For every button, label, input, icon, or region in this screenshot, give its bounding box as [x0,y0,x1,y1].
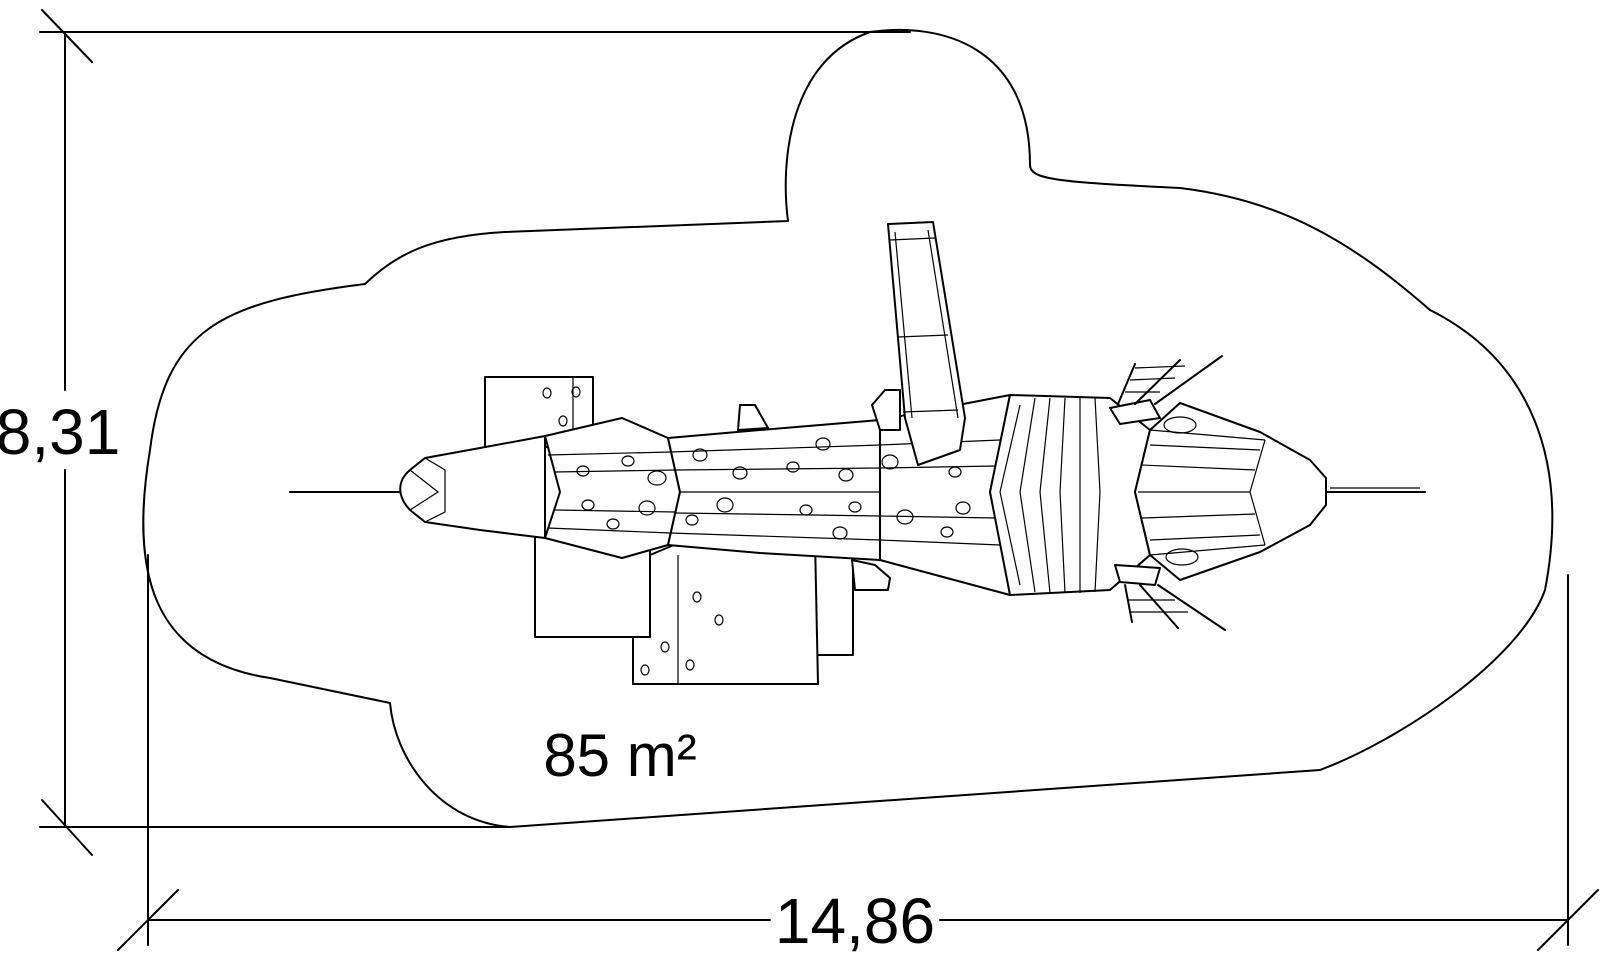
area-label: 85 m² [543,722,696,789]
deck-post [871,389,901,431]
hull-section-1 [544,417,681,559]
hull-planks [547,397,1261,594]
height-dimension [39,9,911,856]
width-dimension [117,554,1599,951]
rope-ladder-lower [1114,548,1226,631]
width-dimension-label: 14,86 [775,885,935,957]
submarine-structure [289,221,1426,685]
lower-fin [851,559,891,591]
rope-ladder-upper [1109,355,1223,434]
slide [887,221,966,466]
hull-section-2 [667,419,881,561]
climbing-holds [542,386,971,676]
upper-fin [737,404,769,431]
tail-cone [399,435,546,539]
height-dimension-label: 8,31 [0,396,120,468]
